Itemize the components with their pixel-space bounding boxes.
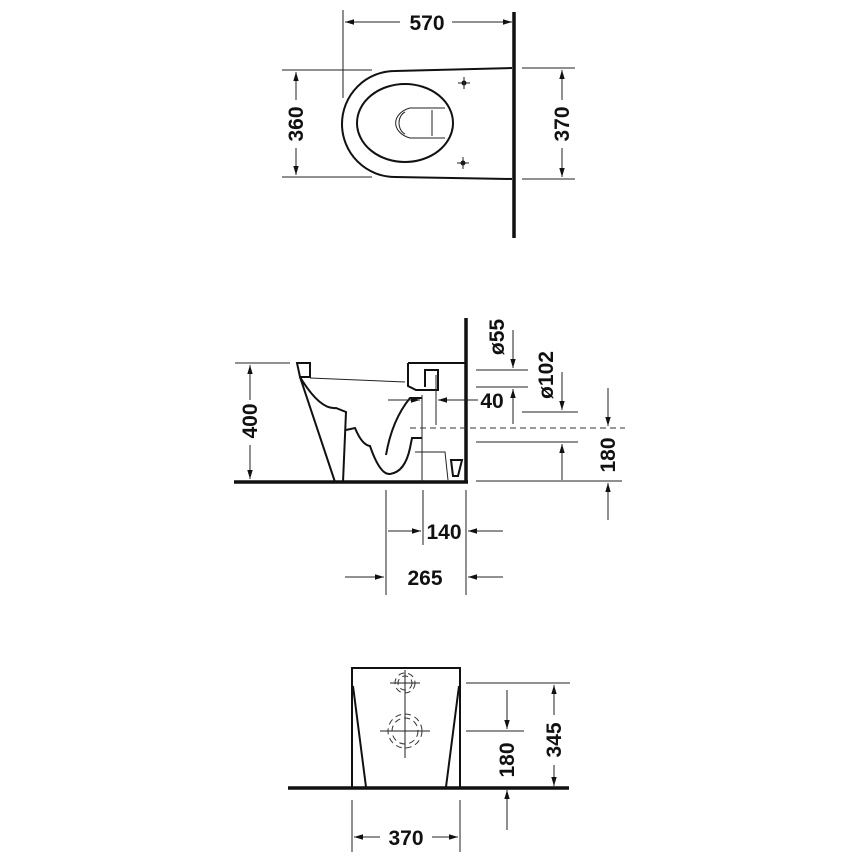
dim-outlet-height-180: 180 [496, 742, 519, 777]
dim-outlet-diameter: ø102 [535, 351, 558, 399]
dim-height-400: 400 [239, 403, 262, 438]
dim-width-570: 570 [409, 12, 444, 35]
dim-inlet-diameter: ø55 [486, 319, 509, 356]
dim-foot-distance-265: 265 [407, 567, 442, 590]
dim-depth-360: 360 [285, 106, 308, 141]
dim-depth-370: 370 [551, 106, 574, 141]
bowl-outline [341, 67, 513, 180]
front-view: 345 180 370 [288, 667, 570, 852]
top-view: 570 360 370 [282, 10, 575, 238]
side-view: 400 ø55 ø102 40 180 140 265 [234, 318, 625, 595]
dim-outlet-distance-140: 140 [426, 521, 461, 544]
dim-offset-40: 40 [480, 390, 503, 413]
dim-outlet-height-180: 180 [597, 437, 620, 472]
fixing-point-icon [458, 77, 470, 89]
seat-opening [356, 83, 454, 163]
fixing-point-icon [457, 157, 469, 169]
dim-height-345: 345 [543, 722, 566, 757]
dim-width-370: 370 [388, 827, 423, 850]
